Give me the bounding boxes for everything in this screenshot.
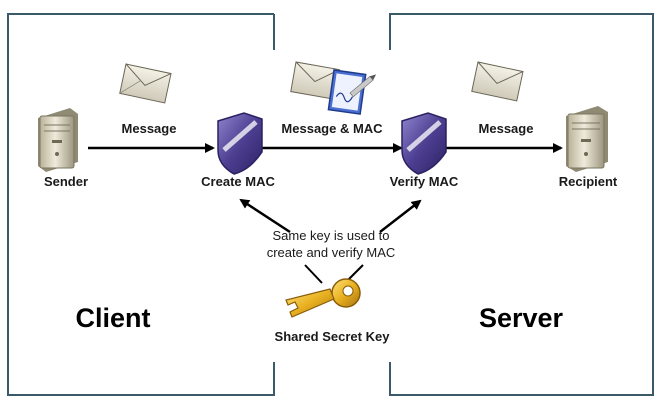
edge-label-message-and-mac: Message & MAC bbox=[281, 121, 383, 136]
edge-label-message-1: Message bbox=[121, 121, 177, 136]
client-region-border bbox=[7, 13, 275, 396]
create-mac-shield-icon bbox=[217, 112, 263, 175]
verify-mac-shield-icon bbox=[401, 112, 447, 175]
node-label-sender: Sender bbox=[43, 174, 89, 189]
shared-key-note: Same key is used to create and verify MA… bbox=[267, 227, 396, 261]
recipient-server-tower-icon bbox=[566, 106, 608, 172]
shared-secret-key-label: Shared Secret Key bbox=[274, 329, 390, 344]
node-label-recipient: Recipient bbox=[558, 174, 618, 189]
message-envelope-icon-2 bbox=[471, 61, 524, 102]
key-connector-right bbox=[347, 264, 364, 281]
note-line-2: create and verify MAC bbox=[266, 245, 396, 260]
sender-server-tower-icon bbox=[38, 108, 78, 172]
arrow-key-to-verify bbox=[379, 199, 422, 233]
shared-secret-key-icon bbox=[285, 278, 361, 318]
server-region-label: Server bbox=[478, 303, 564, 333]
note-line-1: Same key is used to bbox=[272, 228, 390, 243]
client-region-label: Client bbox=[75, 303, 151, 333]
key-connector-left bbox=[304, 264, 323, 284]
server-region-border bbox=[389, 13, 654, 396]
arrow-key-to-create bbox=[239, 198, 291, 234]
node-label-create-mac: Create MAC bbox=[201, 174, 275, 189]
node-label-verify-mac: Verify MAC bbox=[389, 174, 459, 189]
message-envelope-icon bbox=[119, 63, 172, 104]
message-and-mac-envelope-icon bbox=[290, 61, 377, 115]
edge-label-message-2: Message bbox=[478, 121, 534, 136]
